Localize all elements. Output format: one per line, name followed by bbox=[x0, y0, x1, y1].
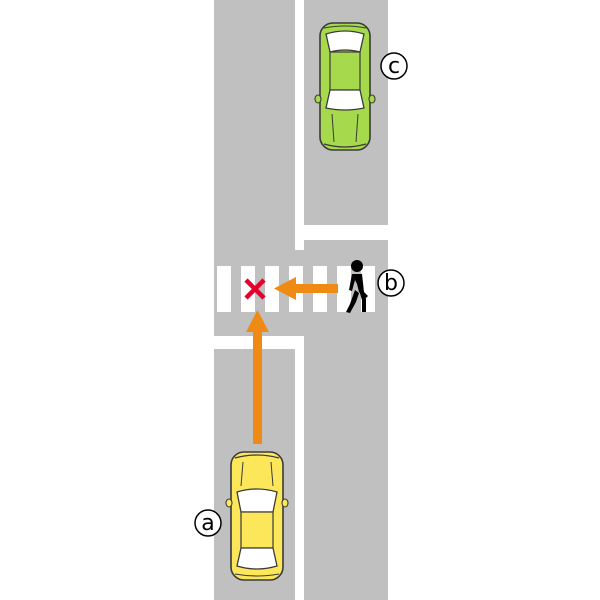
lane-divider-nub bbox=[295, 240, 304, 250]
car-icon bbox=[314, 22, 376, 151]
crosswalk-stripe bbox=[241, 266, 255, 312]
stop-line-right bbox=[295, 225, 388, 240]
label-car-a: a bbox=[194, 509, 222, 537]
car-a-path-arrow bbox=[246, 310, 269, 444]
walking-person-icon bbox=[346, 260, 368, 313]
label-car-c-text: c bbox=[388, 54, 400, 79]
crosswalk bbox=[217, 266, 375, 312]
car-a bbox=[225, 451, 289, 581]
label-pedestrian: b bbox=[377, 269, 405, 297]
crosswalk-stripe bbox=[337, 266, 351, 312]
lane-divider-lower bbox=[295, 336, 304, 600]
label-pedestrian-text: b bbox=[384, 271, 398, 296]
lane-divider-upper bbox=[295, 0, 304, 225]
car-icon bbox=[225, 451, 289, 581]
crosswalk-stripe bbox=[265, 266, 279, 312]
pedestrian-path-arrow bbox=[274, 277, 338, 300]
x-mark-icon bbox=[244, 278, 266, 300]
crosswalk-stripe bbox=[217, 266, 231, 312]
label-car-a-text: a bbox=[201, 511, 214, 536]
label-car-c: c bbox=[380, 52, 408, 80]
car-c bbox=[314, 22, 376, 151]
